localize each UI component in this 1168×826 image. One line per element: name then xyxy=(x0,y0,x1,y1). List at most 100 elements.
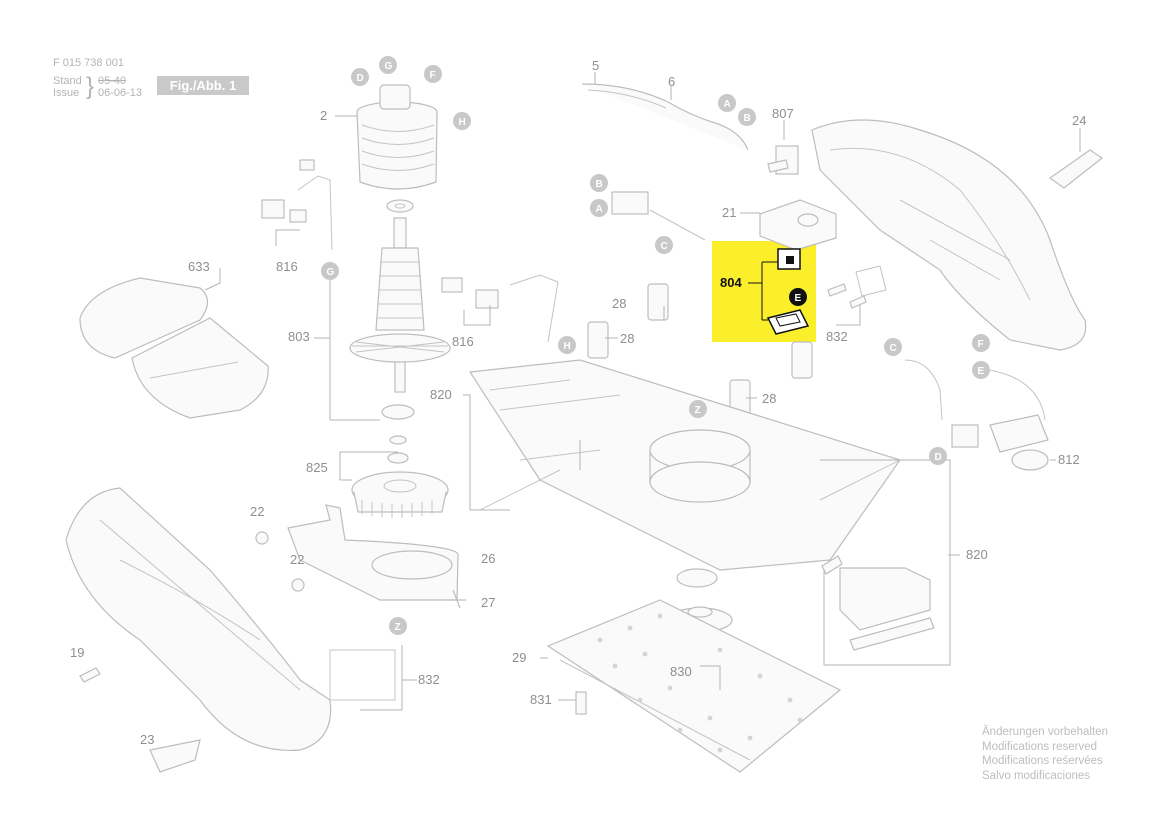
part-28-b[interactable]: 28 xyxy=(620,331,634,346)
brush-holder-816-b xyxy=(441,274,559,343)
marker-C-right: C xyxy=(884,338,902,356)
part-832-left[interactable]: 832 xyxy=(418,672,440,687)
bearing-bottom xyxy=(381,404,415,464)
switch-assembly-top xyxy=(581,83,799,241)
part-832-right[interactable]: 832 xyxy=(826,329,848,344)
marker-D-right: D xyxy=(929,447,947,465)
marker-B-mid: B xyxy=(590,174,608,192)
part-22-b[interactable]: 22 xyxy=(290,552,304,567)
part-29[interactable]: 29 xyxy=(512,650,526,665)
notice-line-es: Salvo modificaciones xyxy=(982,769,1091,782)
screws-832-right xyxy=(827,265,887,309)
marker-C-mid: C xyxy=(655,236,673,254)
marker-D: D xyxy=(351,68,369,86)
svg-text:G: G xyxy=(327,267,335,278)
part-21[interactable]: 21 xyxy=(722,205,736,220)
part-22-a[interactable]: 22 xyxy=(250,504,264,519)
stand-value: 05-40 xyxy=(98,75,127,87)
notice-line-en: Modifications reserved xyxy=(982,740,1098,753)
clip-24 xyxy=(1048,149,1104,189)
marker-H: H xyxy=(453,112,471,130)
cylinders-28 xyxy=(587,283,813,417)
svg-text:F: F xyxy=(430,70,436,81)
part-830[interactable]: 830 xyxy=(670,664,692,679)
part-28-c[interactable]: 28 xyxy=(762,391,776,406)
part-633[interactable]: 633 xyxy=(188,259,210,274)
marker-H2: H xyxy=(558,336,576,354)
brace-icon: } xyxy=(86,73,95,100)
svg-text:D: D xyxy=(935,452,942,463)
motor-field-2 xyxy=(356,84,438,190)
part-804[interactable]: 804 xyxy=(720,275,742,290)
base-plate xyxy=(468,359,901,571)
marker-Z-left: Z xyxy=(389,617,407,635)
issue-label: Issue xyxy=(53,87,80,99)
bearing-top xyxy=(386,199,414,213)
part-2[interactable]: 2 xyxy=(320,108,327,123)
brush-holder-816-a xyxy=(261,159,333,251)
svg-text:C: C xyxy=(661,241,668,252)
svg-text:F: F xyxy=(978,339,984,350)
marker-E-highlight: E xyxy=(789,288,807,306)
stand-label: Stand xyxy=(53,75,82,87)
marker-B-top: B xyxy=(738,108,756,126)
part-24[interactable]: 24 xyxy=(1072,113,1086,128)
svg-text:A: A xyxy=(596,204,603,215)
switch-804 xyxy=(766,248,810,335)
connection-markers: D G F H G H Z A B B A C E Z C F E D xyxy=(321,56,990,635)
housing-half-left xyxy=(65,487,332,773)
part-831[interactable]: 831 xyxy=(530,692,552,707)
svg-text:H: H xyxy=(564,341,571,352)
part-812[interactable]: 812 xyxy=(1058,452,1080,467)
part-820-right[interactable]: 820 xyxy=(966,547,988,562)
svg-text:E: E xyxy=(795,293,802,304)
cables-right xyxy=(904,359,1049,471)
part-26[interactable]: 26 xyxy=(481,551,495,566)
part-820-left[interactable]: 820 xyxy=(430,387,452,402)
part-19[interactable]: 19 xyxy=(70,645,84,660)
part-816-b[interactable]: 816 xyxy=(452,334,474,349)
part-number-labels[interactable]: 2 633 803 816 816 825 22 22 26 27 19 23 … xyxy=(70,58,1086,747)
screws-left xyxy=(79,589,466,701)
part-23[interactable]: 23 xyxy=(140,732,154,747)
svg-text:C: C xyxy=(890,343,897,354)
svg-text:G: G xyxy=(385,61,393,72)
svg-text:D: D xyxy=(357,73,364,84)
svg-text:E: E xyxy=(978,366,985,377)
marker-G2: G xyxy=(321,262,339,280)
part-803[interactable]: 803 xyxy=(288,329,310,344)
sanding-pad-29 xyxy=(546,599,842,773)
svg-text:B: B xyxy=(596,179,603,190)
armature-803 xyxy=(349,217,451,393)
fan-825 xyxy=(351,471,449,518)
rear-plate-820 xyxy=(821,555,935,651)
part-27[interactable]: 27 xyxy=(481,595,495,610)
part-807[interactable]: 807 xyxy=(772,106,794,121)
notice-line-fr: Modifications reśervées xyxy=(982,755,1103,767)
marker-G: G xyxy=(379,56,397,74)
leader-lines xyxy=(204,72,1081,711)
notice-line-de: Änderungen vorbehalten xyxy=(982,726,1108,738)
svg-text:Z: Z xyxy=(395,622,401,633)
dust-bag-633 xyxy=(79,277,269,419)
part-825[interactable]: 825 xyxy=(306,460,328,475)
svg-text:A: A xyxy=(724,99,731,110)
modifications-notice: Änderungen vorbehalten Modifications res… xyxy=(982,725,1108,783)
marker-A-mid: A xyxy=(590,199,608,217)
part-816-a[interactable]: 816 xyxy=(276,259,298,274)
part-6[interactable]: 6 xyxy=(668,74,675,89)
part-5[interactable]: 5 xyxy=(592,58,599,73)
baffle-plate-26 xyxy=(287,504,459,601)
marker-F: F xyxy=(424,65,442,83)
marker-A-top: A xyxy=(718,94,736,112)
cover-21 xyxy=(759,199,837,251)
marker-Z-center: Z xyxy=(689,400,707,418)
figure-label: Fig./Abb. 1 xyxy=(157,76,249,95)
document-number: F 015 738 001 xyxy=(53,57,124,69)
svg-text:Z: Z xyxy=(695,405,701,416)
marker-E-right: E xyxy=(972,361,990,379)
svg-text:B: B xyxy=(744,113,751,124)
svg-text:H: H xyxy=(459,117,466,128)
part-28-a[interactable]: 28 xyxy=(612,296,626,311)
